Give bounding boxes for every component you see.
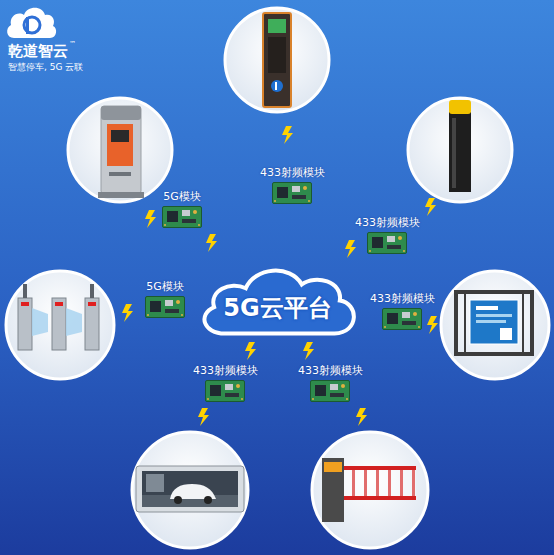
module-name: 433射频模块 <box>259 166 326 180</box>
device-circles <box>6 8 549 548</box>
fence-gate <box>454 290 534 356</box>
slogan: 智慧停车, 5G 云联 <box>8 61 83 74</box>
cloud-platform: 5G云平台 <box>193 258 362 343</box>
wireless-bolts <box>122 126 438 426</box>
trademark: ™ <box>69 40 76 48</box>
speed-gates <box>18 284 99 350</box>
module-label: 433射频模块 <box>297 364 364 378</box>
module-name: 433射频模块 <box>297 364 364 378</box>
module-name: 433射频模块 <box>354 216 421 230</box>
rising-bollard <box>449 100 471 192</box>
platform-name: 5G云平台 <box>223 292 331 324</box>
module-name: 433射频模块 <box>369 292 436 306</box>
module-name: 5G模块 <box>145 280 185 294</box>
plate-display <box>136 466 244 512</box>
brand-name: 乾道智云 <box>8 42 68 61</box>
module-label: 5G模块 <box>145 280 185 294</box>
barrier-gate <box>322 458 416 522</box>
module-label: 433射频模块 <box>354 216 421 230</box>
module-label: 5G模块 <box>162 190 202 204</box>
module-label: 433射频模块 <box>259 166 326 180</box>
module-label: 433射频模块 <box>192 364 259 378</box>
guidance-pillar <box>263 13 291 107</box>
module-name: 5G模块 <box>162 190 202 204</box>
payment-kiosk <box>98 106 144 198</box>
logo-icon <box>7 8 56 38</box>
module-label: 433射频模块 <box>369 292 436 306</box>
module-name: 433射频模块 <box>192 364 259 378</box>
